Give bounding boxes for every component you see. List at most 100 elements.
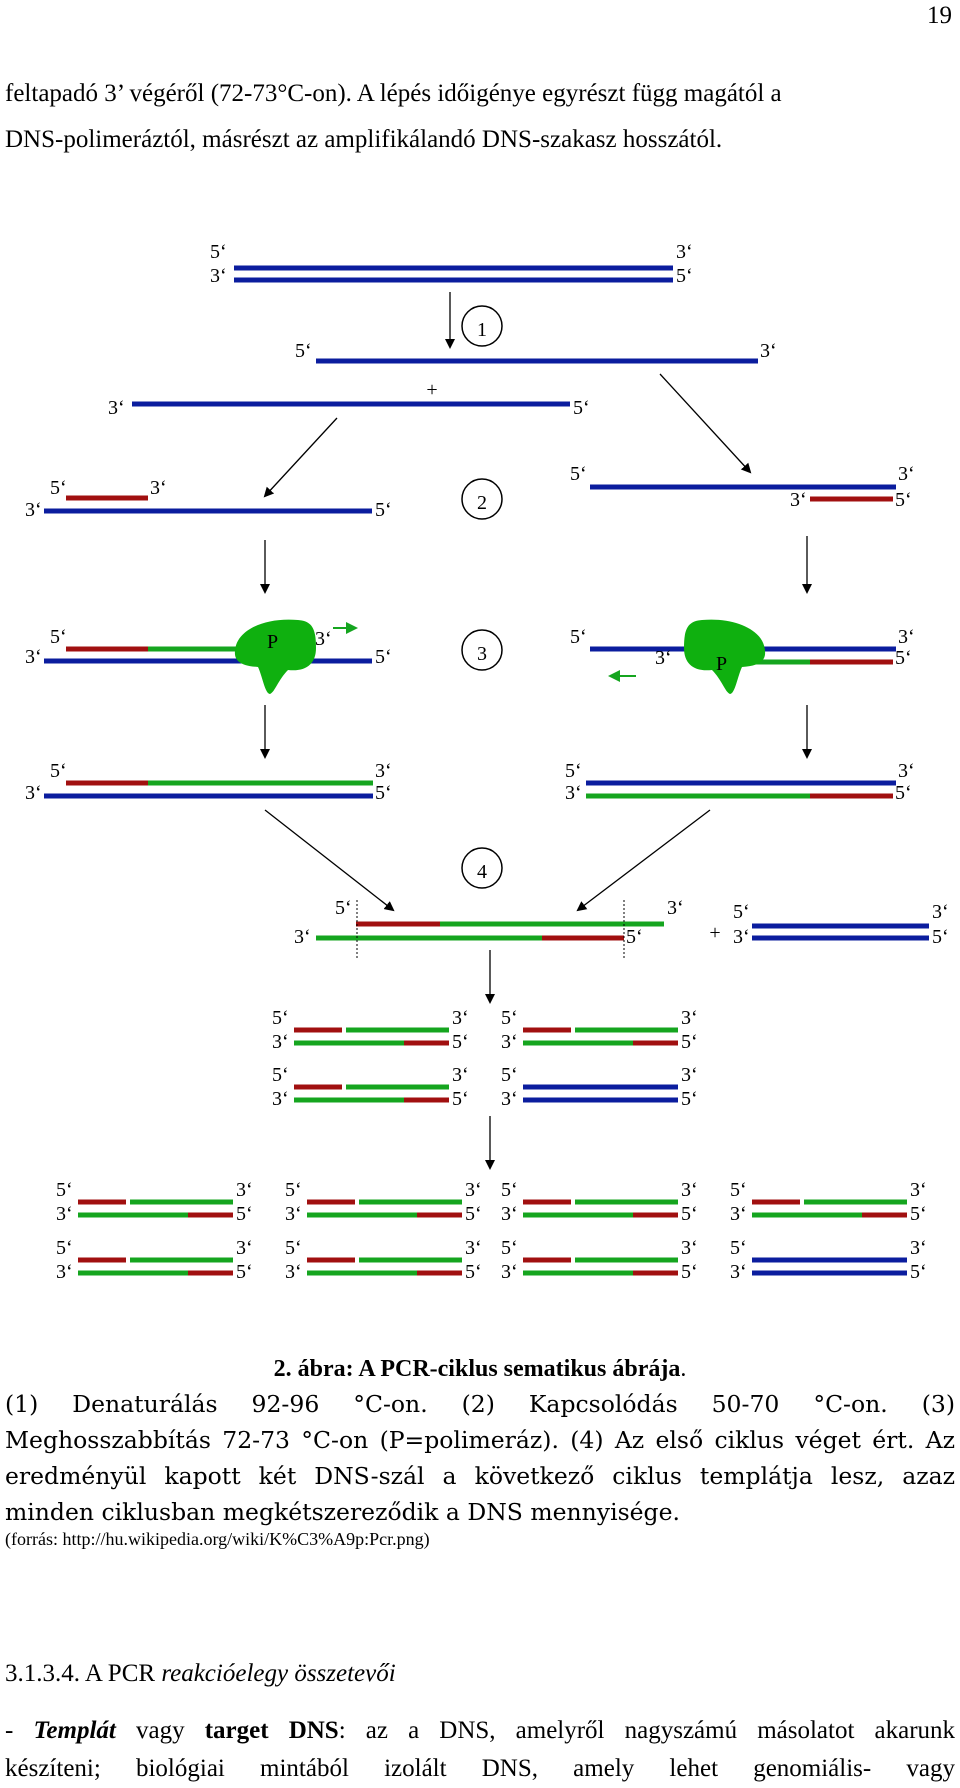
- diagram-content: 5‘3‘3‘5‘15‘3‘+3‘5‘25‘3‘3‘5‘5‘3‘3‘5‘35‘3‘…: [25, 241, 949, 1283]
- end-5-label: 5‘: [570, 463, 587, 485]
- step-2-circle: [461, 478, 503, 520]
- end-5-label: 5‘: [895, 782, 912, 804]
- end-5-label: 5‘: [730, 1179, 747, 1201]
- end-3-label: 3‘: [56, 1261, 73, 1283]
- end-3-label: 3‘: [681, 1179, 698, 1201]
- end-3-label: 3‘: [898, 463, 915, 485]
- end-3-label: 3‘: [733, 926, 750, 948]
- end-5-label: 5‘: [681, 1203, 698, 1225]
- end-5-label: 5‘: [50, 626, 67, 648]
- end-3-label: 3‘: [760, 340, 777, 362]
- end-5-label: 5‘: [932, 926, 949, 948]
- end-3-label: 3‘: [681, 1064, 698, 1086]
- end-3-label: 3‘: [730, 1261, 747, 1283]
- end-3-label: 3‘: [501, 1031, 518, 1053]
- end-5-label: 5‘: [681, 1088, 698, 1110]
- list-dash: -: [5, 1717, 14, 1744]
- end-5-label: 5‘: [570, 626, 587, 648]
- caption-line-1: (1) Denaturálás 92-96 °C-on. (2) Kapcsol…: [5, 1390, 955, 1418]
- end-5-label: 5‘: [295, 340, 312, 362]
- end-3-label: 3‘: [25, 646, 42, 668]
- arrow-to-left: [263, 417, 338, 498]
- end-3-label: 3‘: [655, 647, 672, 669]
- end-3-label: 3‘: [285, 1261, 302, 1283]
- end-3-label: 3‘: [452, 1064, 469, 1086]
- term-templat: Templát: [33, 1717, 116, 1744]
- end-3-label: 3‘: [150, 477, 167, 499]
- end-3-label: 3‘: [730, 1203, 747, 1225]
- end-5-label: 5‘: [910, 1203, 927, 1225]
- end-3-label: 3‘: [294, 926, 311, 948]
- end-5-label: 5‘: [895, 489, 912, 511]
- polymerase-label: P: [267, 631, 278, 653]
- section-prefix: A PCR: [84, 1660, 156, 1687]
- end-3-label: 3‘: [210, 265, 227, 287]
- arrow-merge-right: [576, 809, 711, 912]
- end-3-label: 3‘: [676, 241, 693, 263]
- end-3-label: 3‘: [501, 1088, 518, 1110]
- end-3-label: 3‘: [108, 397, 125, 419]
- end-3-label: 3‘: [56, 1203, 73, 1225]
- end-5-label: 5‘: [50, 477, 67, 499]
- end-3-label: 3‘: [272, 1088, 289, 1110]
- term-target-dns: target DNS: [204, 1717, 339, 1744]
- section-number: 3.1.3.4.: [5, 1660, 80, 1687]
- end-3-label: 3‘: [25, 782, 42, 804]
- end-5-label: 5‘: [56, 1237, 73, 1259]
- end-3-label: 3‘: [681, 1007, 698, 1029]
- end-5-label: 5‘: [375, 646, 392, 668]
- end-5-label: 5‘: [681, 1261, 698, 1283]
- end-3-label: 3‘: [932, 901, 949, 923]
- figure-title: : A PCR-ciklus sematikus ábrája: [345, 1356, 681, 1382]
- end-3-label: 3‘: [452, 1007, 469, 1029]
- step-4-circle-label: 4: [477, 861, 487, 883]
- end-5-label: 5‘: [50, 760, 67, 782]
- end-3-label: 3‘: [236, 1237, 253, 1259]
- end-5-label: 5‘: [285, 1179, 302, 1201]
- end-5-label: 5‘: [56, 1179, 73, 1201]
- or-word: vagy: [136, 1717, 185, 1744]
- section-title: reakcióelegy összetevői: [161, 1660, 396, 1687]
- end-3-label: 3‘: [315, 628, 332, 650]
- end-3-label: 3‘: [898, 760, 915, 782]
- intro-line-2: DNS-polimeráztól, másrészt az amplifikál…: [5, 126, 723, 153]
- arrow-to-right: [659, 373, 752, 474]
- end-5-label: 5‘: [730, 1237, 747, 1259]
- end-3-label: 3‘: [898, 626, 915, 648]
- end-3-label: 3‘: [565, 782, 582, 804]
- end-3-label: 3‘: [375, 760, 392, 782]
- end-5-label: 5‘: [236, 1203, 253, 1225]
- polymerase-left: [234, 619, 316, 694]
- end-5-label: 5‘: [501, 1064, 518, 1086]
- end-3-label: 3‘: [285, 1203, 302, 1225]
- end-3-label: 3‘: [910, 1179, 927, 1201]
- end-5-label: 5‘: [573, 397, 590, 419]
- end-3-label: 3‘: [25, 499, 42, 521]
- end-5-label: 5‘: [452, 1031, 469, 1053]
- step-1-circle-label: 1: [477, 319, 487, 341]
- plus-sign: +: [709, 922, 720, 944]
- end-3-label: 3‘: [790, 489, 807, 511]
- end-5-label: 5‘: [565, 760, 582, 782]
- end-5-label: 5‘: [501, 1007, 518, 1029]
- end-3-label: 3‘: [465, 1179, 482, 1201]
- step-2-circle-label: 2: [477, 492, 487, 514]
- end-5-label: 5‘: [210, 241, 227, 263]
- pcr-cycle-diagram: 5‘3‘3‘5‘15‘3‘+3‘5‘25‘3‘3‘5‘5‘3‘3‘5‘35‘3‘…: [25, 241, 949, 1283]
- end-5-label: 5‘: [272, 1007, 289, 1029]
- end-3-label: 3‘: [910, 1237, 927, 1259]
- caption-line-4: minden ciklusban megkétszereződik a DNS …: [5, 1498, 680, 1526]
- end-5-label: 5‘: [375, 782, 392, 804]
- paragraph-rest: : az a DNS, amelyről nagyszámú másolatot…: [338, 1717, 956, 1744]
- end-3-label: 3‘: [667, 897, 684, 919]
- end-5-label: 5‘: [501, 1179, 518, 1201]
- intro-line-1: feltapadó 3’ végéről (72-73°C-on). A lép…: [5, 80, 782, 107]
- end-5-label: 5‘: [895, 647, 912, 669]
- step-3-circle-label: 3: [477, 643, 487, 665]
- caption-line-3: eredményül kapott két DNS-szál a követke…: [5, 1462, 955, 1490]
- end-5-label: 5‘: [626, 926, 643, 948]
- end-5-label: 5‘: [335, 897, 352, 919]
- step-3-circle: [461, 629, 503, 671]
- polymerase-label: P: [716, 653, 727, 675]
- end-5-label: 5‘: [910, 1261, 927, 1283]
